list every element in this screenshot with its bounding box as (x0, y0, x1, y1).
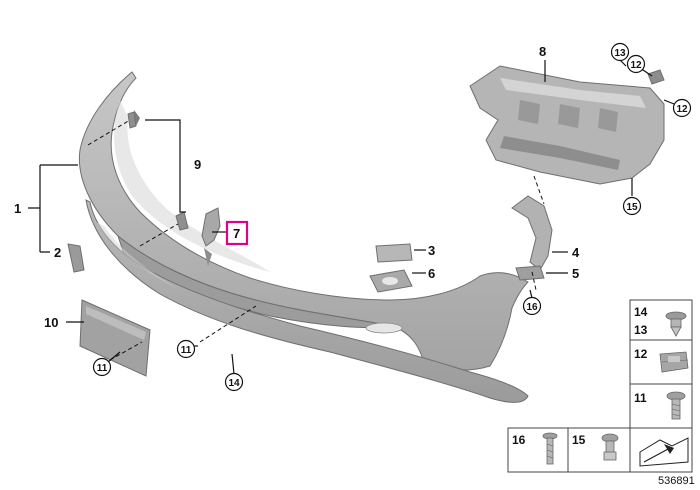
part-3-cover (375, 243, 413, 263)
callout-8: 8 (539, 44, 546, 59)
svg-text:12: 12 (676, 104, 688, 115)
callout-9: 9 (194, 157, 201, 172)
callout-11-circle-left: 11 (92, 357, 112, 377)
callout-6: 6 (428, 266, 435, 281)
diagram-reference: 536891 (658, 475, 695, 487)
side-bracket (511, 195, 553, 281)
clip-nut-icon (659, 351, 689, 373)
push-rivet-icon (665, 311, 687, 337)
svg-text:11: 11 (97, 363, 108, 374)
part-7-bracket (201, 207, 221, 247)
callout-14-circle: 14 (224, 372, 244, 392)
callout-10: 10 (44, 315, 58, 330)
callout-5: 5 (572, 266, 579, 281)
part-9-clips (127, 111, 189, 231)
callout-7-highlighted[interactable]: 7 (225, 220, 249, 246)
legend-15: 15 (572, 433, 586, 447)
callout-13-circle: 13 (610, 42, 630, 62)
callout-3: 3 (428, 243, 435, 258)
svg-text:11: 11 (181, 345, 192, 356)
callout-1: 1 (14, 201, 21, 216)
callout-11-circle-center: 11 (176, 339, 196, 359)
callout-7: 7 (233, 226, 240, 241)
legend-11: 11 (634, 391, 647, 405)
callout-15-circle: 15 (622, 196, 642, 216)
trim-line-icon (639, 437, 689, 467)
bumper-carrier (469, 65, 665, 185)
part-6-cover (369, 269, 413, 293)
screw-icon (666, 391, 686, 420)
bumper-trim-panel (78, 71, 529, 371)
legend-16: 16 (512, 433, 526, 447)
legend-13: 13 (634, 323, 648, 337)
callout-4: 4 (572, 245, 580, 260)
lower-spoiler-strip (85, 199, 529, 403)
callout-12-circle-top: 12 (626, 54, 646, 74)
part-2-bracket (67, 243, 85, 273)
legend-14: 14 (634, 305, 648, 319)
expansion-rivet-icon (601, 433, 619, 461)
callout-16-circle: 16 (522, 296, 542, 316)
dashed-leaders (87, 119, 545, 361)
leader-lines (28, 59, 675, 375)
svg-text:16: 16 (526, 302, 538, 313)
fastener-legend-bottom: 16 15 (507, 427, 631, 473)
svg-text:12: 12 (630, 60, 642, 71)
legend-12: 12 (634, 347, 648, 361)
license-plate-holder (79, 299, 151, 377)
callout-12-circle-right: 12 (672, 98, 692, 118)
bumper-details (134, 110, 403, 334)
long-screw-icon (542, 432, 558, 465)
svg-text:14: 14 (228, 378, 240, 389)
svg-text:15: 15 (626, 202, 638, 213)
fastener-legend: 14 13 12 11 (629, 299, 693, 473)
svg-text:13: 13 (614, 48, 626, 59)
callout-2: 2 (54, 245, 61, 260)
